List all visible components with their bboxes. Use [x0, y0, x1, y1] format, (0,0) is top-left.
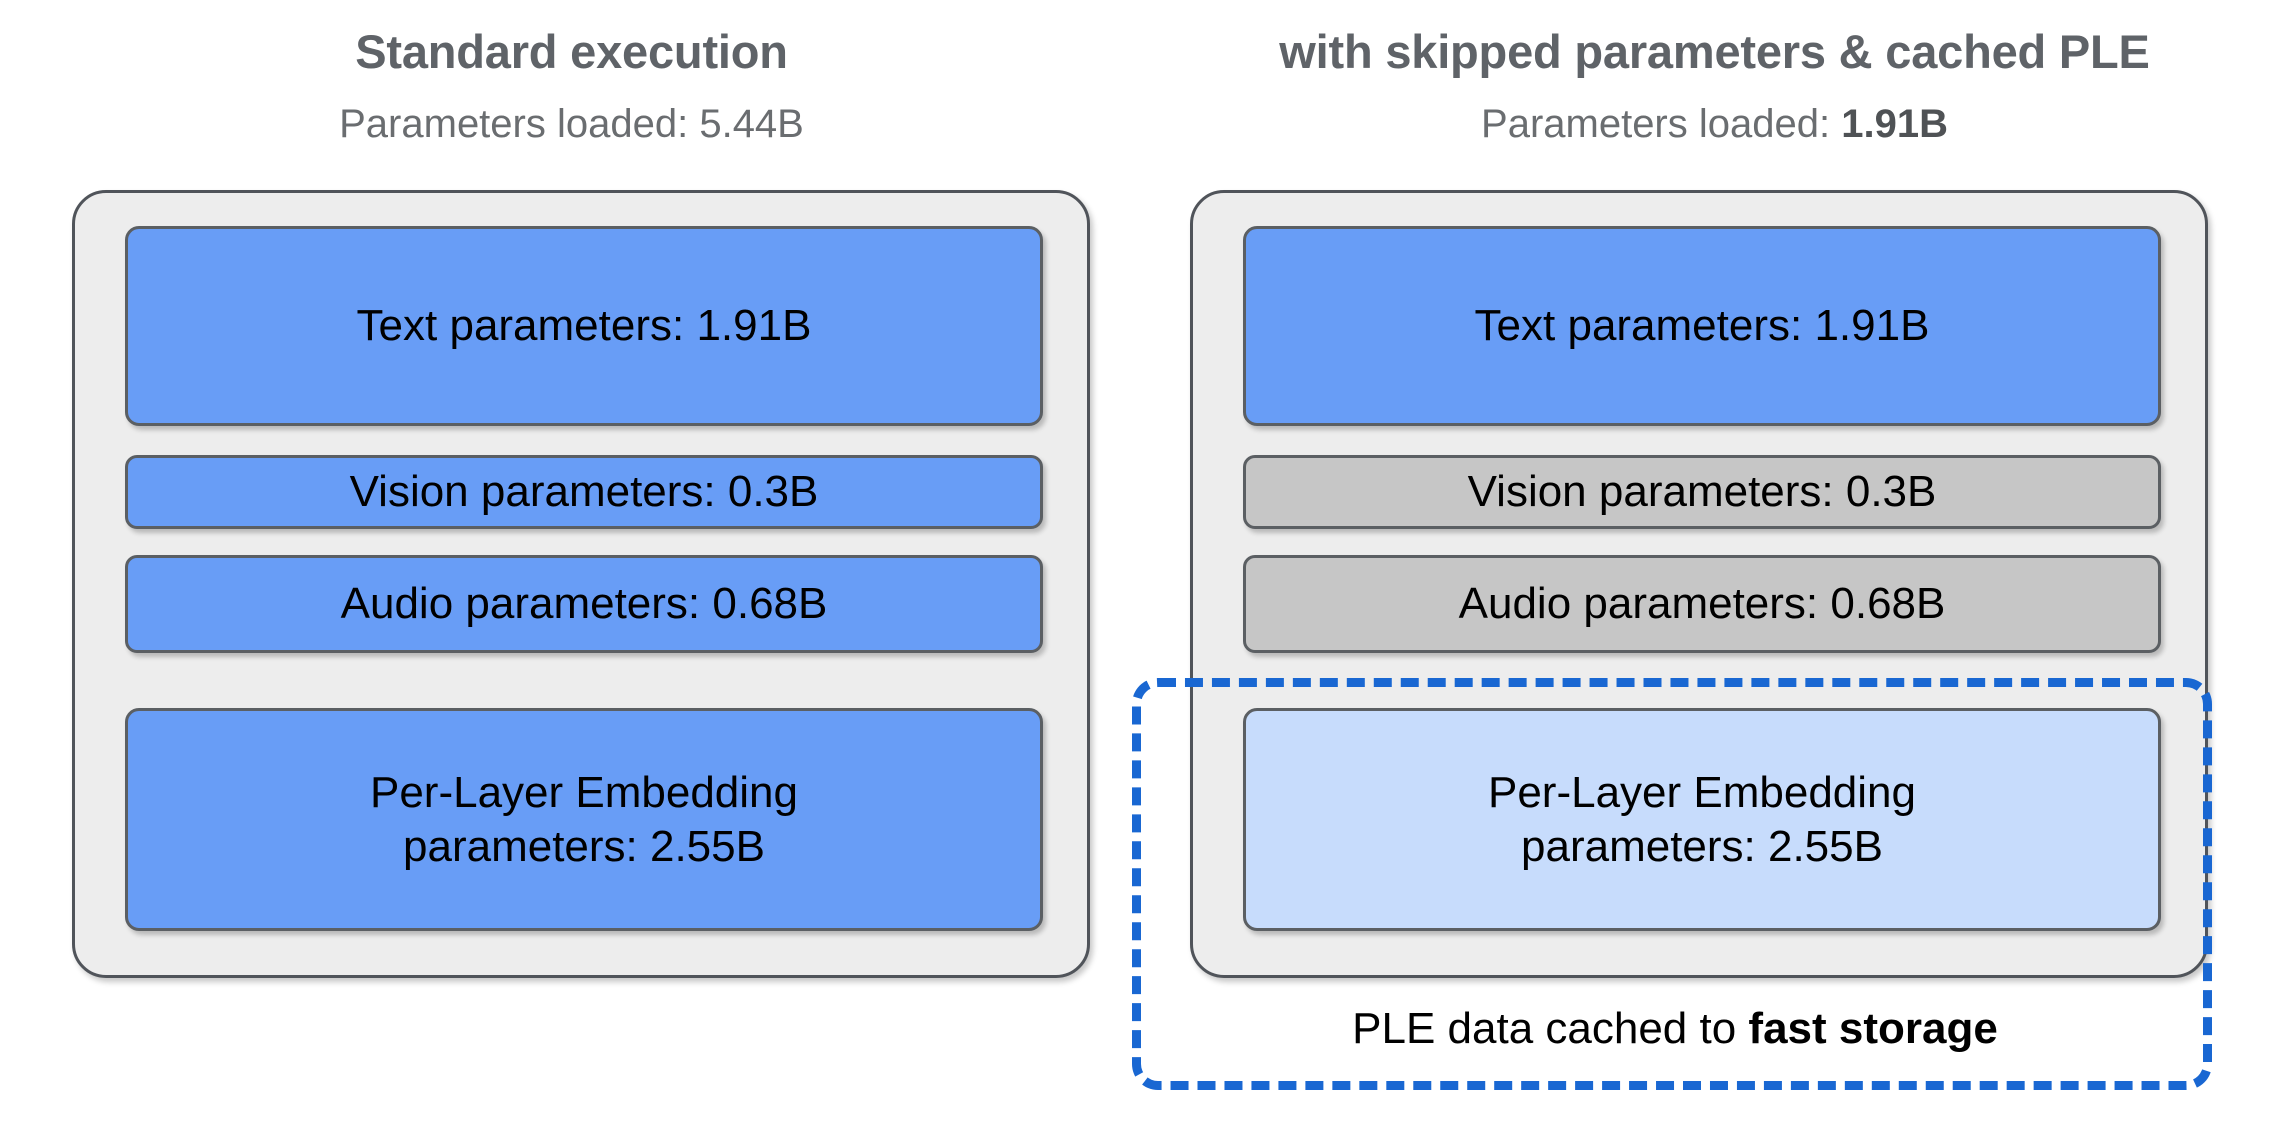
column-subtitle-optimized: Parameters loaded: 1.91B: [1143, 102, 2286, 147]
param-box-text-optimized-label: Text parameters: 1.91B: [1474, 301, 1930, 351]
param-box-ple-optimized-line1: Per-Layer Embedding: [1487, 767, 1916, 817]
subtitle-prefix-standard: Parameters loaded:: [339, 102, 700, 146]
param-box-ple-optimized-label: Per-Layer Embedding parameters: 2.55B: [1474, 766, 1930, 873]
param-box-audio-optimized-label: Audio parameters: 0.68B: [1458, 579, 1946, 629]
param-box-ple-standard-line1: Per-Layer Embedding: [369, 767, 798, 817]
subtitle-value-standard: 5.44B: [699, 102, 804, 146]
param-box-audio-optimized[interactable]: Audio parameters: 0.68B: [1243, 555, 2161, 653]
cached-storage-caption-prefix: PLE data cached to: [1352, 1004, 1749, 1053]
subtitle-prefix-optimized: Parameters loaded:: [1481, 102, 1842, 146]
param-box-vision-standard-label: Vision parameters: 0.3B: [349, 467, 819, 517]
param-box-vision-standard[interactable]: Vision parameters: 0.3B: [125, 455, 1043, 529]
column-standard-execution: Standard execution Parameters loaded: 5.…: [0, 25, 1143, 978]
column-subtitle-standard: Parameters loaded: 5.44B: [0, 102, 1143, 147]
param-box-ple-standard-line2: parameters: 2.55B: [403, 821, 765, 871]
cached-storage-caption-emphasis: fast storage: [1748, 1004, 1998, 1053]
column-optimized-execution: with skipped parameters & cached PLE Par…: [1143, 0, 2286, 1134]
param-box-vision-optimized-label: Vision parameters: 0.3B: [1467, 467, 1937, 517]
param-box-text-standard-label: Text parameters: 1.91B: [356, 301, 812, 351]
model-panel-optimized: Text parameters: 1.91B Vision parameters…: [1190, 190, 2208, 978]
param-box-vision-optimized[interactable]: Vision parameters: 0.3B: [1243, 455, 2161, 529]
model-panel-standard: Text parameters: 1.91B Vision parameters…: [72, 190, 1090, 978]
param-box-audio-standard[interactable]: Audio parameters: 0.68B: [125, 555, 1043, 653]
param-box-audio-standard-label: Audio parameters: 0.68B: [340, 579, 828, 629]
param-box-ple-standard[interactable]: Per-Layer Embedding parameters: 2.55B: [125, 708, 1043, 931]
param-box-text-optimized[interactable]: Text parameters: 1.91B: [1243, 226, 2161, 426]
param-box-ple-optimized[interactable]: Per-Layer Embedding parameters: 2.55B: [1243, 708, 2161, 931]
column-title-optimized: with skipped parameters & cached PLE: [1279, 25, 2150, 78]
param-box-ple-standard-label: Per-Layer Embedding parameters: 2.55B: [356, 766, 812, 873]
column-title-standard: Standard execution: [355, 25, 788, 78]
subtitle-value-optimized: 1.91B: [1841, 102, 1948, 146]
param-box-text-standard[interactable]: Text parameters: 1.91B: [125, 226, 1043, 426]
param-box-ple-optimized-line2: parameters: 2.55B: [1521, 821, 1883, 871]
cached-storage-caption: PLE data cached to fast storage: [1150, 1004, 2200, 1054]
